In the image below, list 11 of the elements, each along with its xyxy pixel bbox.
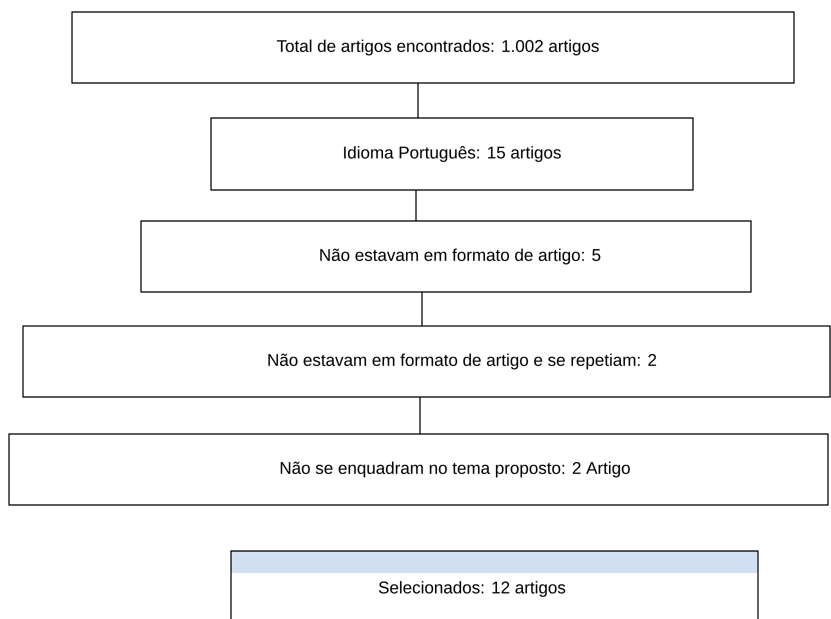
process-box: Não se enquadram no tema proposto: 2 Artigo (8, 433, 829, 506)
process-box: Não estavam em formato de artigo e se repetiam: 2 (22, 325, 831, 398)
connector-line (419, 396, 421, 434)
process-box: Total de artigos encontrados: 1.002 artigos (71, 11, 795, 84)
connector-line (421, 292, 423, 326)
connector-line (417, 83, 419, 118)
header-box: Selecionados: 12 artigos (230, 550, 759, 619)
node-label: Selecionados: 12 artigos (378, 581, 566, 597)
connector-line (415, 190, 417, 221)
process-box: Não estavam em formato de artigo: 5 (140, 220, 752, 293)
process-box: Idioma Português: 15 artigos (210, 117, 694, 191)
